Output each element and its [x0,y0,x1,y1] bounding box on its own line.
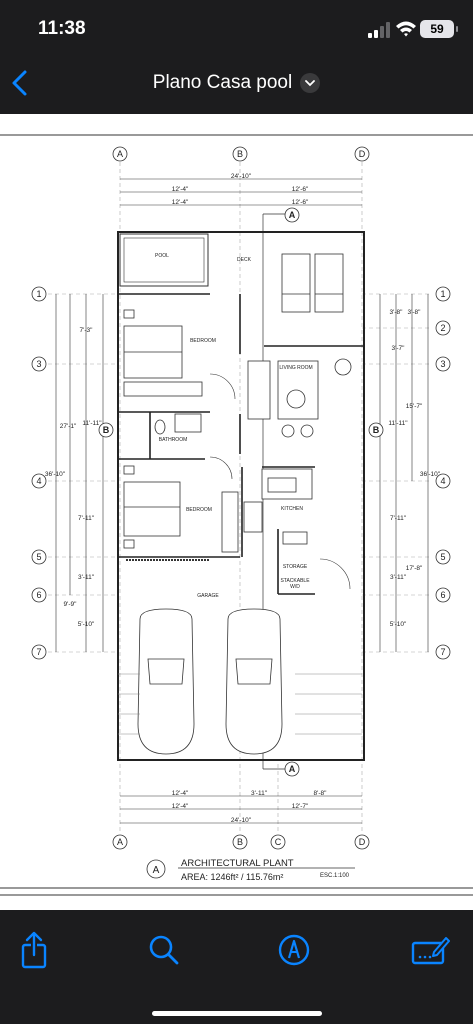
back-chevron-icon[interactable] [8,66,32,100]
dimension-label: 7'-11" [78,515,95,522]
dimension-label: 3'-11" [390,574,407,581]
room-label-deck: DECK [237,257,252,263]
grid-label: 3 [36,359,41,369]
grid-label: 7 [440,647,445,657]
dimension-label: 12'-4" [172,199,189,206]
grid-label: 7 [36,647,41,657]
dimension-label: 15'-7" [406,403,423,410]
document-title-button[interactable]: Plano Casa pool [152,72,321,94]
dimension-label: 12'-6" [292,199,309,206]
dimension-label: 7'-3" [80,327,94,334]
grid-label: 5 [440,552,445,562]
room-label-bedroom: BEDROOM [190,338,216,344]
drawing-title: ARCHITECTURAL PLANT [181,858,294,869]
grid-bubble-b-top [232,146,248,162]
share-icon[interactable] [14,930,54,970]
grid-label: A [117,837,123,847]
grid-bubble-a-top [112,146,128,162]
grid-bubble-d-bottom [354,834,370,850]
dimension-label: 11'-11" [82,420,102,427]
dimension-label: 12'-4" [172,790,189,797]
dimension-label: 24'-10" [231,817,252,824]
bottom-toolbar [0,910,473,1024]
dimension-label: 3'-8" [408,309,422,316]
grid-label: C [275,837,282,847]
section-marker: A [289,210,296,220]
status-time: 11:38 [38,18,86,39]
dimension-label: 12'-7" [292,803,309,810]
dimension-label: 24'-10" [231,173,252,180]
title-marker: A [153,865,160,876]
grid-label: B [237,837,243,847]
dimension-label: 12'-4" [172,803,189,810]
room-label-bedroom: BEDROOM [186,507,212,513]
room-label-garage: GARAGE [197,593,219,599]
chevron-down-icon [300,73,321,93]
navigation-bar: Plano Casa pool [0,58,473,114]
grid-label: 6 [36,590,41,600]
document-viewer[interactable]: A B D A B C D 1 3 4 5 6 7 1 2 3 4 5 6 7 [0,114,473,910]
wifi-icon [396,21,416,37]
grid-label: 1 [36,289,41,299]
dimension-label: 3'-11" [251,790,268,797]
grid-label: D [359,149,366,159]
room-label-wd: W/D [290,584,300,590]
dimension-label: 12'-4" [172,186,189,193]
drawing-scale: ESC.1:100 [320,873,350,879]
section-marker: A [289,764,296,774]
dimension-label: 3'-11" [78,574,95,581]
status-bar: 11:38 59 [0,0,473,58]
dimension-label: 5'-10" [390,621,407,628]
markup-icon[interactable] [274,930,314,970]
room-label-storage: STORAGE [283,564,308,570]
room-label-bathroom: BATHROOM [159,437,188,443]
dimension-label: 8'-8" [314,790,328,797]
floor-plan-drawing: A B D A B C D 1 3 4 5 6 7 1 2 3 4 5 6 7 [0,134,473,896]
grid-label: 4 [36,476,41,486]
grid-label: 1 [440,289,445,299]
cellular-signal-icon [368,22,390,38]
grid-bubble-d-top [354,146,370,162]
grid-label: 4 [440,476,445,486]
dimension-label: 17'-8" [406,565,423,572]
room-label-kitchen: KITCHEN [281,506,303,512]
section-marker: B [103,425,110,435]
dimension-label: 3'-7" [392,345,406,352]
grid-label: B [237,149,243,159]
dimension-label: 12'-6" [292,186,309,193]
room-label-living: LIVING ROOM [279,365,312,371]
document-title: Plano Casa pool [152,72,293,93]
dimension-label: 3'-8" [390,309,404,316]
grid-bubble-a-bottom [112,834,128,850]
grid-label: D [359,837,366,847]
home-indicator [152,1011,322,1016]
dimension-label: 27'-1" [60,423,77,430]
grid-bubble-c-bottom [270,834,286,850]
grid-label: 6 [440,590,445,600]
dimension-label: 36'-10" [420,471,441,478]
grid-label: 3 [440,359,445,369]
section-marker: B [373,425,380,435]
sign-icon[interactable] [410,930,450,970]
dimension-label: 9'-9" [64,601,78,608]
dimension-label: 11'-11" [388,420,408,427]
grid-label: 2 [440,323,445,333]
grid-bubble-b-bottom [232,834,248,850]
room-label-pool: POOL [155,253,169,259]
grid-label: A [117,149,123,159]
room-label-stackable: STACKABLE [280,578,310,584]
drawing-area: AREA: 1246ft² / 115.76m² [181,872,283,882]
dimension-label: 7'-11" [390,515,407,522]
battery-icon: 59 [420,20,458,38]
dimension-label: 5'-10" [78,621,95,628]
search-icon[interactable] [144,930,184,970]
dimension-label: 36'-10" [45,471,66,478]
grid-label: 5 [36,552,41,562]
